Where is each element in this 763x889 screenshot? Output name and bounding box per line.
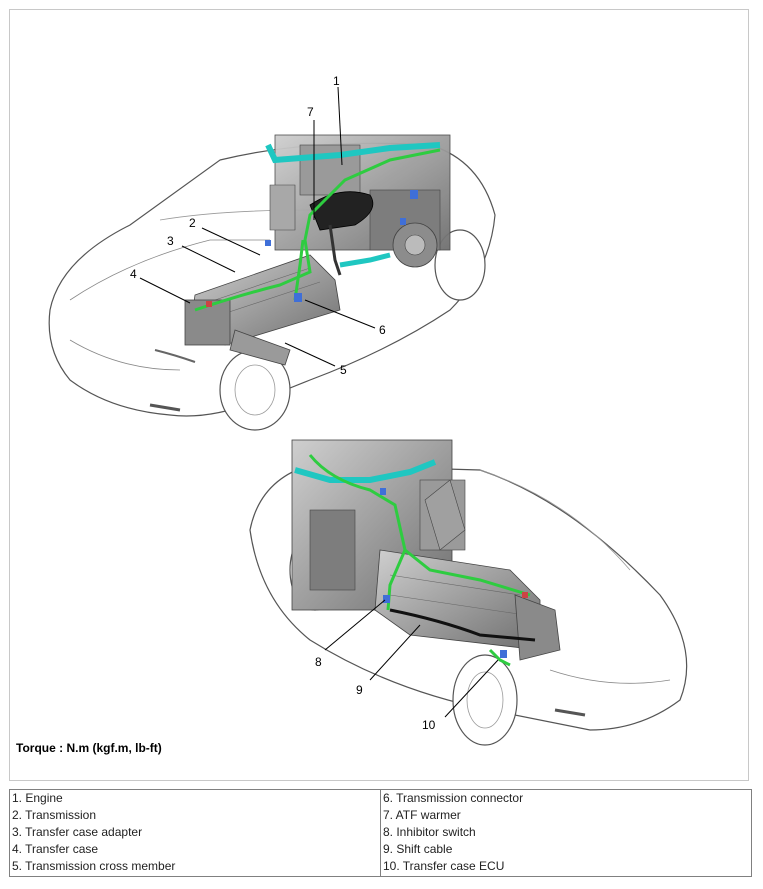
top-vehicle-view: 1 2 3 4 5 6 7 — [48, 74, 496, 431]
coolant-pipe-bottom — [294, 459, 437, 483]
callout-5: 5 — [340, 363, 347, 377]
callout-9: 9 — [356, 683, 363, 697]
callout-3: 3 — [167, 234, 174, 248]
legend-item: 3. Transfer case adapter — [12, 825, 143, 839]
leader-lines-top — [139, 86, 376, 367]
cross-member-top — [229, 329, 291, 366]
legend-column-left: 1. Engine 2. Transmission 3. Transfer ca… — [9, 789, 381, 877]
transfer-case-top — [184, 299, 231, 346]
transmission-top — [184, 254, 341, 366]
legend-item: 1. Engine — [12, 791, 63, 805]
legend-item: 6. Transmission connector — [383, 791, 524, 805]
callout-10: 10 — [422, 718, 436, 732]
wiring-harness-top — [194, 148, 441, 312]
bottom-vehicle-view: 8 9 10 — [249, 439, 688, 746]
shift-cable-bottom — [389, 608, 536, 642]
transfer-case-bottom — [514, 594, 561, 661]
callout-1: 1 — [333, 74, 340, 88]
transfer-case-ecu-icon — [500, 650, 507, 658]
callout-6: 6 — [379, 323, 386, 337]
diagram-frame: 1 2 3 4 5 6 7 — [9, 9, 749, 781]
leader-lines-bottom — [324, 599, 499, 718]
legend-item: 7. ATF warmer — [383, 808, 461, 822]
transmission-bottom — [374, 549, 561, 661]
torque-note: Torque : N.m (kgf.m, lb-ft) — [16, 741, 162, 755]
drivetrain-diagram: 1 2 3 4 5 6 7 — [48, 74, 688, 746]
coolant-pipe-top — [265, 142, 441, 164]
legend-item: 2. Transmission — [12, 808, 97, 822]
callout-8: 8 — [315, 655, 322, 669]
callout-7: 7 — [307, 105, 314, 119]
legend-column-right: 6. Transmission connector 7. ATF warmer … — [380, 789, 752, 877]
parts-legend-table: 1. Engine 2. Transmission 3. Transfer ca… — [9, 789, 752, 877]
legend-item: 9. Shift cable — [383, 842, 453, 856]
legend-item: 10. Transfer case ECU — [383, 859, 505, 873]
callout-4: 4 — [130, 267, 137, 281]
legend-item: 5. Transmission cross member — [12, 859, 176, 873]
legend-item: 8. Inhibitor switch — [383, 825, 476, 839]
legend-item: 4. Transfer case — [12, 842, 99, 856]
wheel-front-bottom — [452, 654, 518, 746]
inhibitor-switch-icon — [383, 595, 390, 603]
callout-2: 2 — [189, 216, 196, 230]
transmission-connector-icon — [294, 293, 302, 302]
wiring-harness-bottom — [308, 454, 531, 597]
